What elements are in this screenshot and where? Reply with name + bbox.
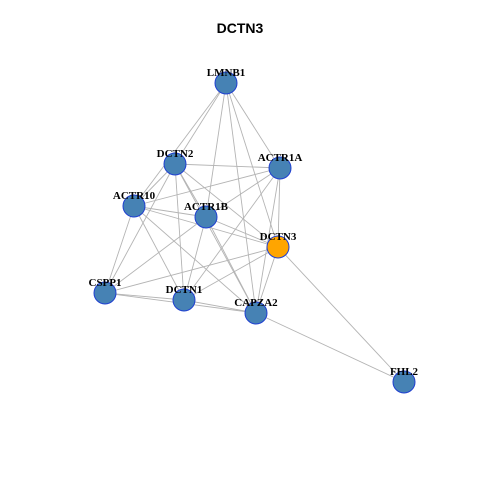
node-dctn3 [266, 235, 290, 259]
edge-dctn3-fhl2 [277, 246, 405, 383]
edge-actr1b-dctn3 [205, 216, 279, 248]
graph-title: DCTN3 [216, 20, 264, 36]
edge-lmnb1-dctn3 [225, 82, 279, 248]
node-label-fhl2: FHL2 [390, 366, 419, 378]
edge-capza2-fhl2 [255, 312, 405, 383]
edge-dctn2-dctn3 [174, 163, 279, 248]
node-actr10 [122, 194, 146, 218]
node-lmnb1 [214, 71, 238, 95]
edge-lmnb1-actr1b [205, 82, 227, 218]
node-label-dctn3: DCTN3 [260, 231, 297, 243]
edge-lmnb1-capza2 [225, 82, 257, 314]
node-capza2 [244, 301, 268, 325]
node-fhl2 [392, 370, 416, 394]
edge-dctn2-actr1a [174, 163, 281, 169]
edge-actr10-dctn1 [133, 205, 185, 301]
edge-dctn3-capza2 [255, 246, 279, 314]
edge-actr1a-dctn3 [277, 167, 281, 248]
node-label-dctn1: DCTN1 [166, 284, 203, 296]
edge-actr1a-capza2 [255, 167, 281, 314]
node-label-dctn2: DCTN2 [157, 148, 194, 160]
edge-actr1b-cspp1 [104, 216, 207, 294]
edge-actr1b-capza2 [205, 216, 257, 314]
node-cspp1 [93, 281, 117, 305]
edges-layer [104, 82, 405, 383]
node-label-actr10: ACTR10 [113, 190, 156, 202]
edge-lmnb1-actr10 [133, 82, 227, 207]
node-actr1a [268, 156, 292, 180]
edge-actr1b-dctn1 [183, 216, 207, 301]
edge-lmnb1-actr1a [225, 82, 281, 169]
node-label-capza2: CAPZA2 [234, 297, 278, 309]
edge-actr1a-actr10 [133, 167, 281, 207]
node-label-actr1a: ACTR1A [258, 152, 303, 164]
node-dctn2 [163, 152, 187, 176]
node-label-cspp1: CSPP1 [89, 277, 122, 289]
edge-actr10-cspp1 [104, 205, 135, 294]
edge-lmnb1-dctn2 [174, 82, 227, 165]
edge-dctn2-dctn1 [174, 163, 185, 301]
edge-actr1a-actr1b [205, 167, 281, 218]
edge-dctn1-capza2 [183, 299, 257, 314]
edge-dctn2-capza2 [174, 163, 257, 314]
edge-dctn2-cspp1 [104, 163, 176, 294]
edge-cspp1-dctn1 [104, 292, 185, 301]
node-dctn1 [172, 288, 196, 312]
node-label-lmnb1: LMNB1 [207, 67, 246, 79]
node-label-actr1b: ACTR1B [184, 201, 229, 213]
edge-dctn3-cspp1 [104, 246, 279, 294]
node-actr1b [194, 205, 218, 229]
nodes-layer [93, 71, 416, 394]
edge-dctn3-dctn1 [183, 246, 279, 301]
edge-actr10-actr1b [133, 205, 207, 218]
